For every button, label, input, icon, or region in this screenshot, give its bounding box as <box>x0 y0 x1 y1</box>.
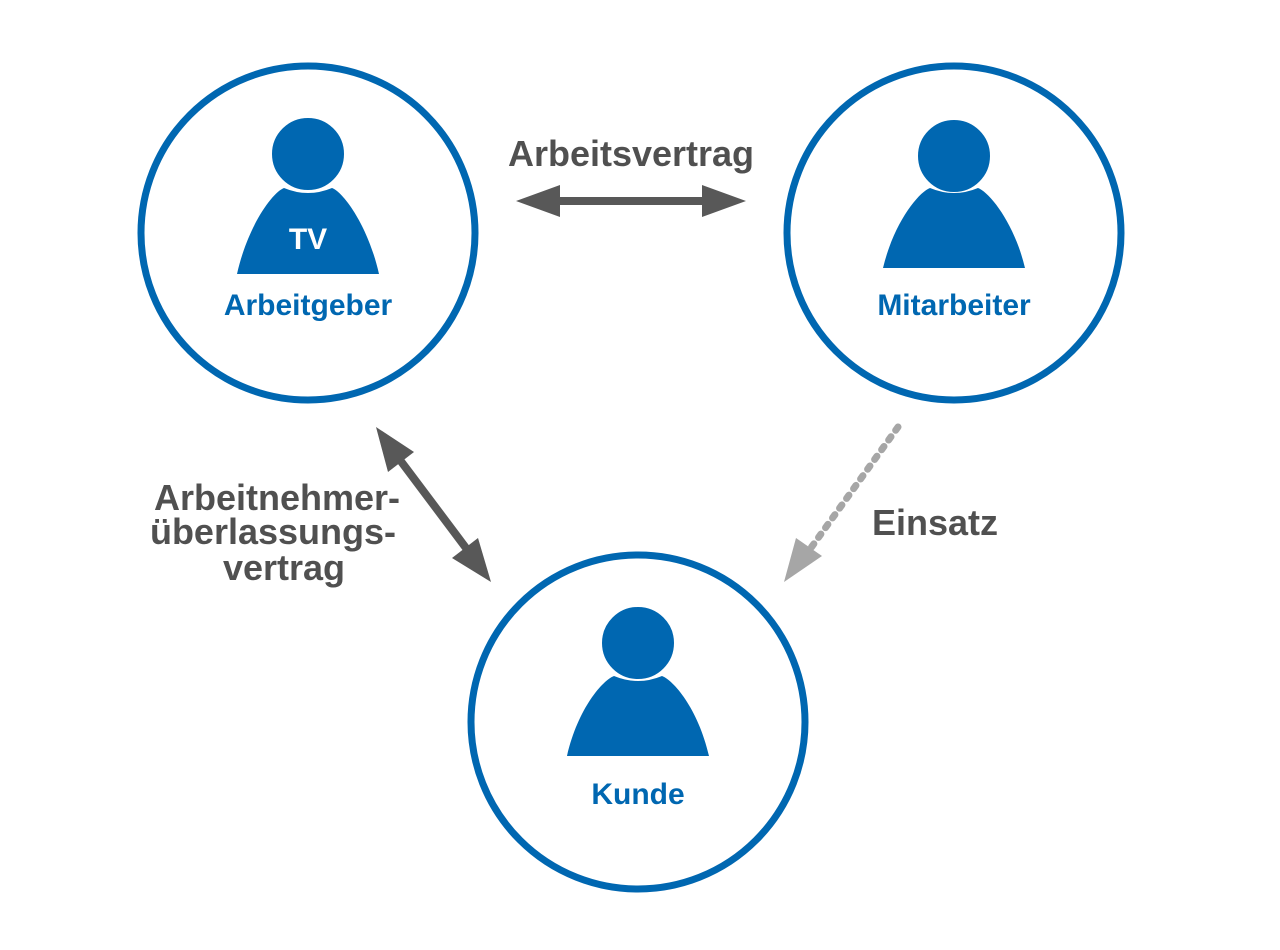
edge-leasing-contract: Arbeitnehmer- überlassungs- vertrag <box>150 427 491 588</box>
node-employer-label: Arbeitgeber <box>224 289 393 322</box>
person-icon-body <box>237 188 379 274</box>
node-employer-circle <box>137 62 479 404</box>
person-icon <box>237 112 379 274</box>
person-icon <box>567 601 709 756</box>
edge-deployment: Einsatz <box>784 423 998 582</box>
node-employer-badge: TV <box>289 223 327 256</box>
arrowhead-left-icon <box>516 185 560 217</box>
edge-leasing-contract-label-line-2: überlassungs- <box>150 511 396 552</box>
node-employee: Mitarbeiter <box>783 62 1125 404</box>
edge-employment-contract-label: Arbeitsvertrag <box>508 133 754 174</box>
edge-employment-contract: Arbeitsvertrag <box>508 133 754 217</box>
edge-leasing-contract-line <box>390 449 476 559</box>
edge-leasing-contract-label-line-3: vertrag <box>223 547 345 588</box>
node-employee-circle <box>783 62 1125 404</box>
arrowhead-down-left-icon <box>784 538 822 582</box>
node-customer: Kunde <box>467 551 809 893</box>
person-icon-head <box>596 601 680 685</box>
person-icon-body <box>567 676 709 756</box>
edge-leasing-contract-label-line-1: Arbeitnehmer- <box>154 477 400 518</box>
node-customer-circle <box>467 551 809 893</box>
node-customer-label: Kunde <box>591 778 684 811</box>
edge-deployment-label: Einsatz <box>872 502 998 543</box>
person-icon <box>883 114 1025 268</box>
arrowhead-down-right-icon <box>452 538 491 582</box>
person-icon-body <box>883 188 1025 268</box>
edge-leasing-contract-label: Arbeitnehmer- überlassungs- vertrag <box>150 477 410 588</box>
person-icon-head <box>266 112 350 196</box>
arrowhead-right-icon <box>702 185 746 217</box>
person-icon-head <box>912 114 996 198</box>
arrowhead-up-left-icon <box>376 427 414 472</box>
edge-deployment-line <box>804 423 902 556</box>
node-employee-label: Mitarbeiter <box>877 289 1031 322</box>
node-employer: TV Arbeitgeber <box>137 62 479 404</box>
